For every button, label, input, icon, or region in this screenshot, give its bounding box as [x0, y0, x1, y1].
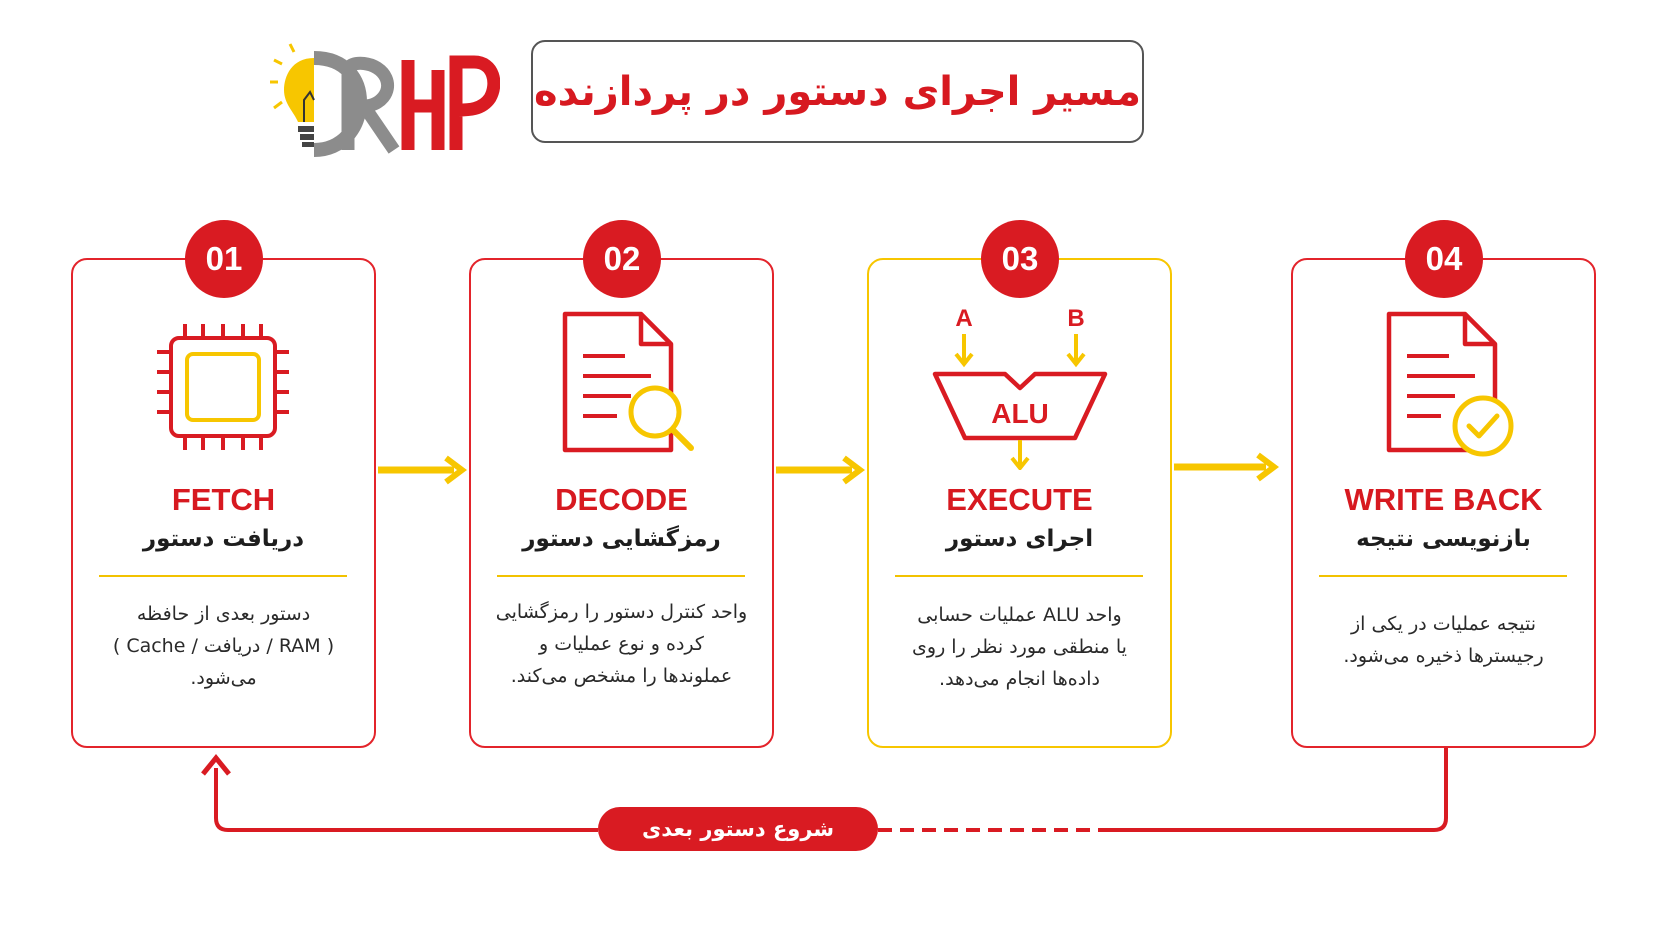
- desc-line: ( RAM / دریافت / Cache ): [112, 635, 335, 657]
- step-title-fa: دریافت دستور: [142, 526, 305, 552]
- arrow-right-icon: [776, 455, 865, 485]
- divider: [895, 575, 1143, 577]
- step-description: دستور بعدی از حافظه ( RAM / دریافت / Cac…: [71, 598, 376, 694]
- desc-line: عملوندها را مشخص می‌کند.: [510, 665, 733, 687]
- document-check-icon: [1386, 311, 1514, 457]
- document-search-icon: [562, 311, 694, 453]
- step-title-fa: رمزگشایی دستور: [522, 526, 721, 552]
- step-card-execute: [867, 258, 1172, 748]
- step-description: واحد کنترل دستور را رمزگشایی کرده و نوع …: [469, 596, 774, 692]
- title-box: مسیر اجرای دستور در پردازنده: [531, 40, 1144, 143]
- step-title-en: DECODE: [555, 482, 688, 517]
- desc-line: می‌شود.: [190, 667, 257, 689]
- arrow-right-icon: [378, 455, 467, 485]
- drhp-logo: [270, 43, 500, 157]
- page-title: مسیر اجرای دستور در پردازنده: [534, 68, 1141, 115]
- divider: [99, 575, 347, 577]
- loop-connector-right: [1110, 748, 1448, 832]
- step-number-badge: 04: [1405, 220, 1483, 298]
- arrow-up-icon: [201, 754, 231, 776]
- desc-line: رجیسترها ذخیره می‌شود.: [1343, 645, 1544, 667]
- alu-input-b: B: [1067, 305, 1084, 332]
- step-title-fa: بازنویسی نتیجه: [1356, 526, 1531, 552]
- lightbulb-icon: [270, 43, 315, 147]
- step-title-en: WRITE BACK: [1344, 482, 1543, 517]
- desc-line: واحد کنترل دستور را رمزگشایی: [495, 601, 748, 623]
- loop-label-pill: شروع دستور بعدی: [598, 807, 878, 851]
- desc-line: دستور بعدی از حافظه: [136, 603, 311, 625]
- alu-label: ALU: [991, 398, 1049, 429]
- step-title-fa: اجرای دستور: [945, 526, 1094, 552]
- step-description: نتیجه عملیات در یکی از رجیسترها ذخیره می…: [1291, 608, 1596, 672]
- arrow-right-icon: [1174, 452, 1279, 482]
- loop-label: شروع دستور بعدی: [641, 817, 835, 841]
- step-number-badge: 02: [583, 220, 661, 298]
- step-number-badge: 03: [981, 220, 1059, 298]
- divider: [497, 575, 745, 577]
- alu-icon: A B ALU: [932, 305, 1108, 470]
- desc-line: واحد ALU عملیات حسابی: [917, 604, 1122, 626]
- cpu-chip-icon: [157, 324, 289, 450]
- divider: [1319, 575, 1567, 577]
- desc-line: داده‌ها انجام می‌دهد.: [939, 668, 1100, 690]
- desc-line: نتیجه عملیات در یکی از: [1350, 613, 1537, 635]
- step-description: واحد ALU عملیات حسابی یا منطقی مورد نظر …: [867, 599, 1172, 695]
- desc-line: کرده و نوع عملیات و: [539, 633, 704, 655]
- step-title-en: EXECUTE: [946, 482, 1093, 517]
- step-number-badge: 01: [185, 220, 263, 298]
- loop-connector-left: [214, 768, 598, 832]
- step-title-en: FETCH: [171, 482, 276, 517]
- desc-line: یا منطقی مورد نظر را روی: [912, 636, 1127, 658]
- alu-input-a: A: [955, 305, 972, 332]
